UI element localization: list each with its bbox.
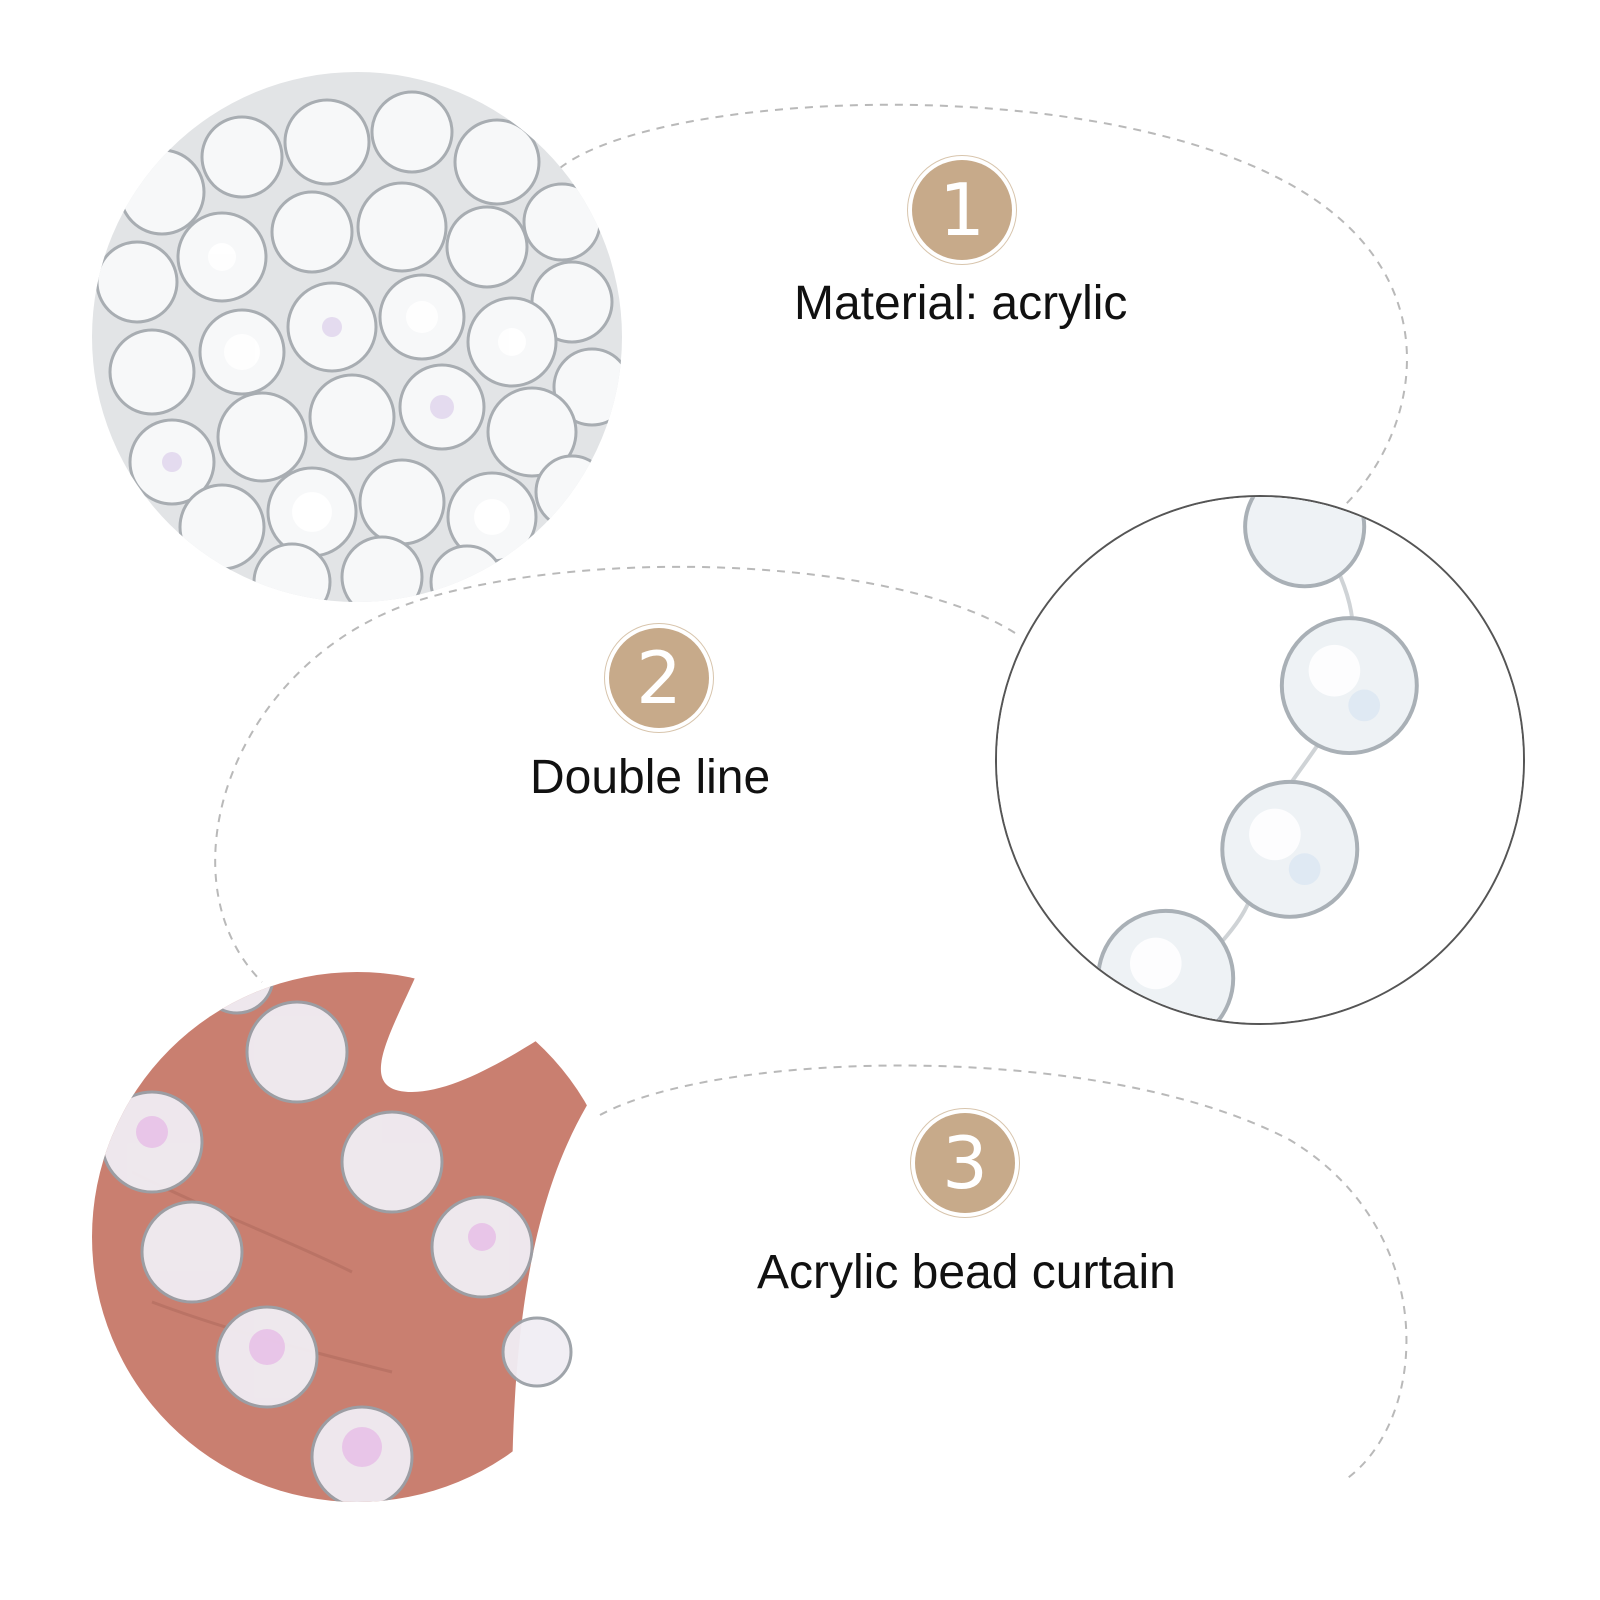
feature-1-number: 1 [939,168,985,252]
connector-curve-1 [559,103,1408,506]
feature-3-label: Acrylic bead curtain [757,1246,1176,1299]
feature-1-badge: 1 [912,160,1012,260]
connector-curve-2 [214,565,1016,983]
feature-1-label: Material: acrylic [794,277,1128,330]
feature-3-badge: 3 [915,1113,1015,1213]
feature-3-number: 3 [942,1121,988,1205]
feature-2-badge: 2 [609,628,709,728]
bead-strand-closeup-photo [995,495,1525,1025]
feature-2-number: 2 [636,636,682,720]
feature-2-label: Double line [530,751,771,804]
beads-on-hand-photo [92,972,622,1502]
bead-pile-photo [92,72,622,602]
